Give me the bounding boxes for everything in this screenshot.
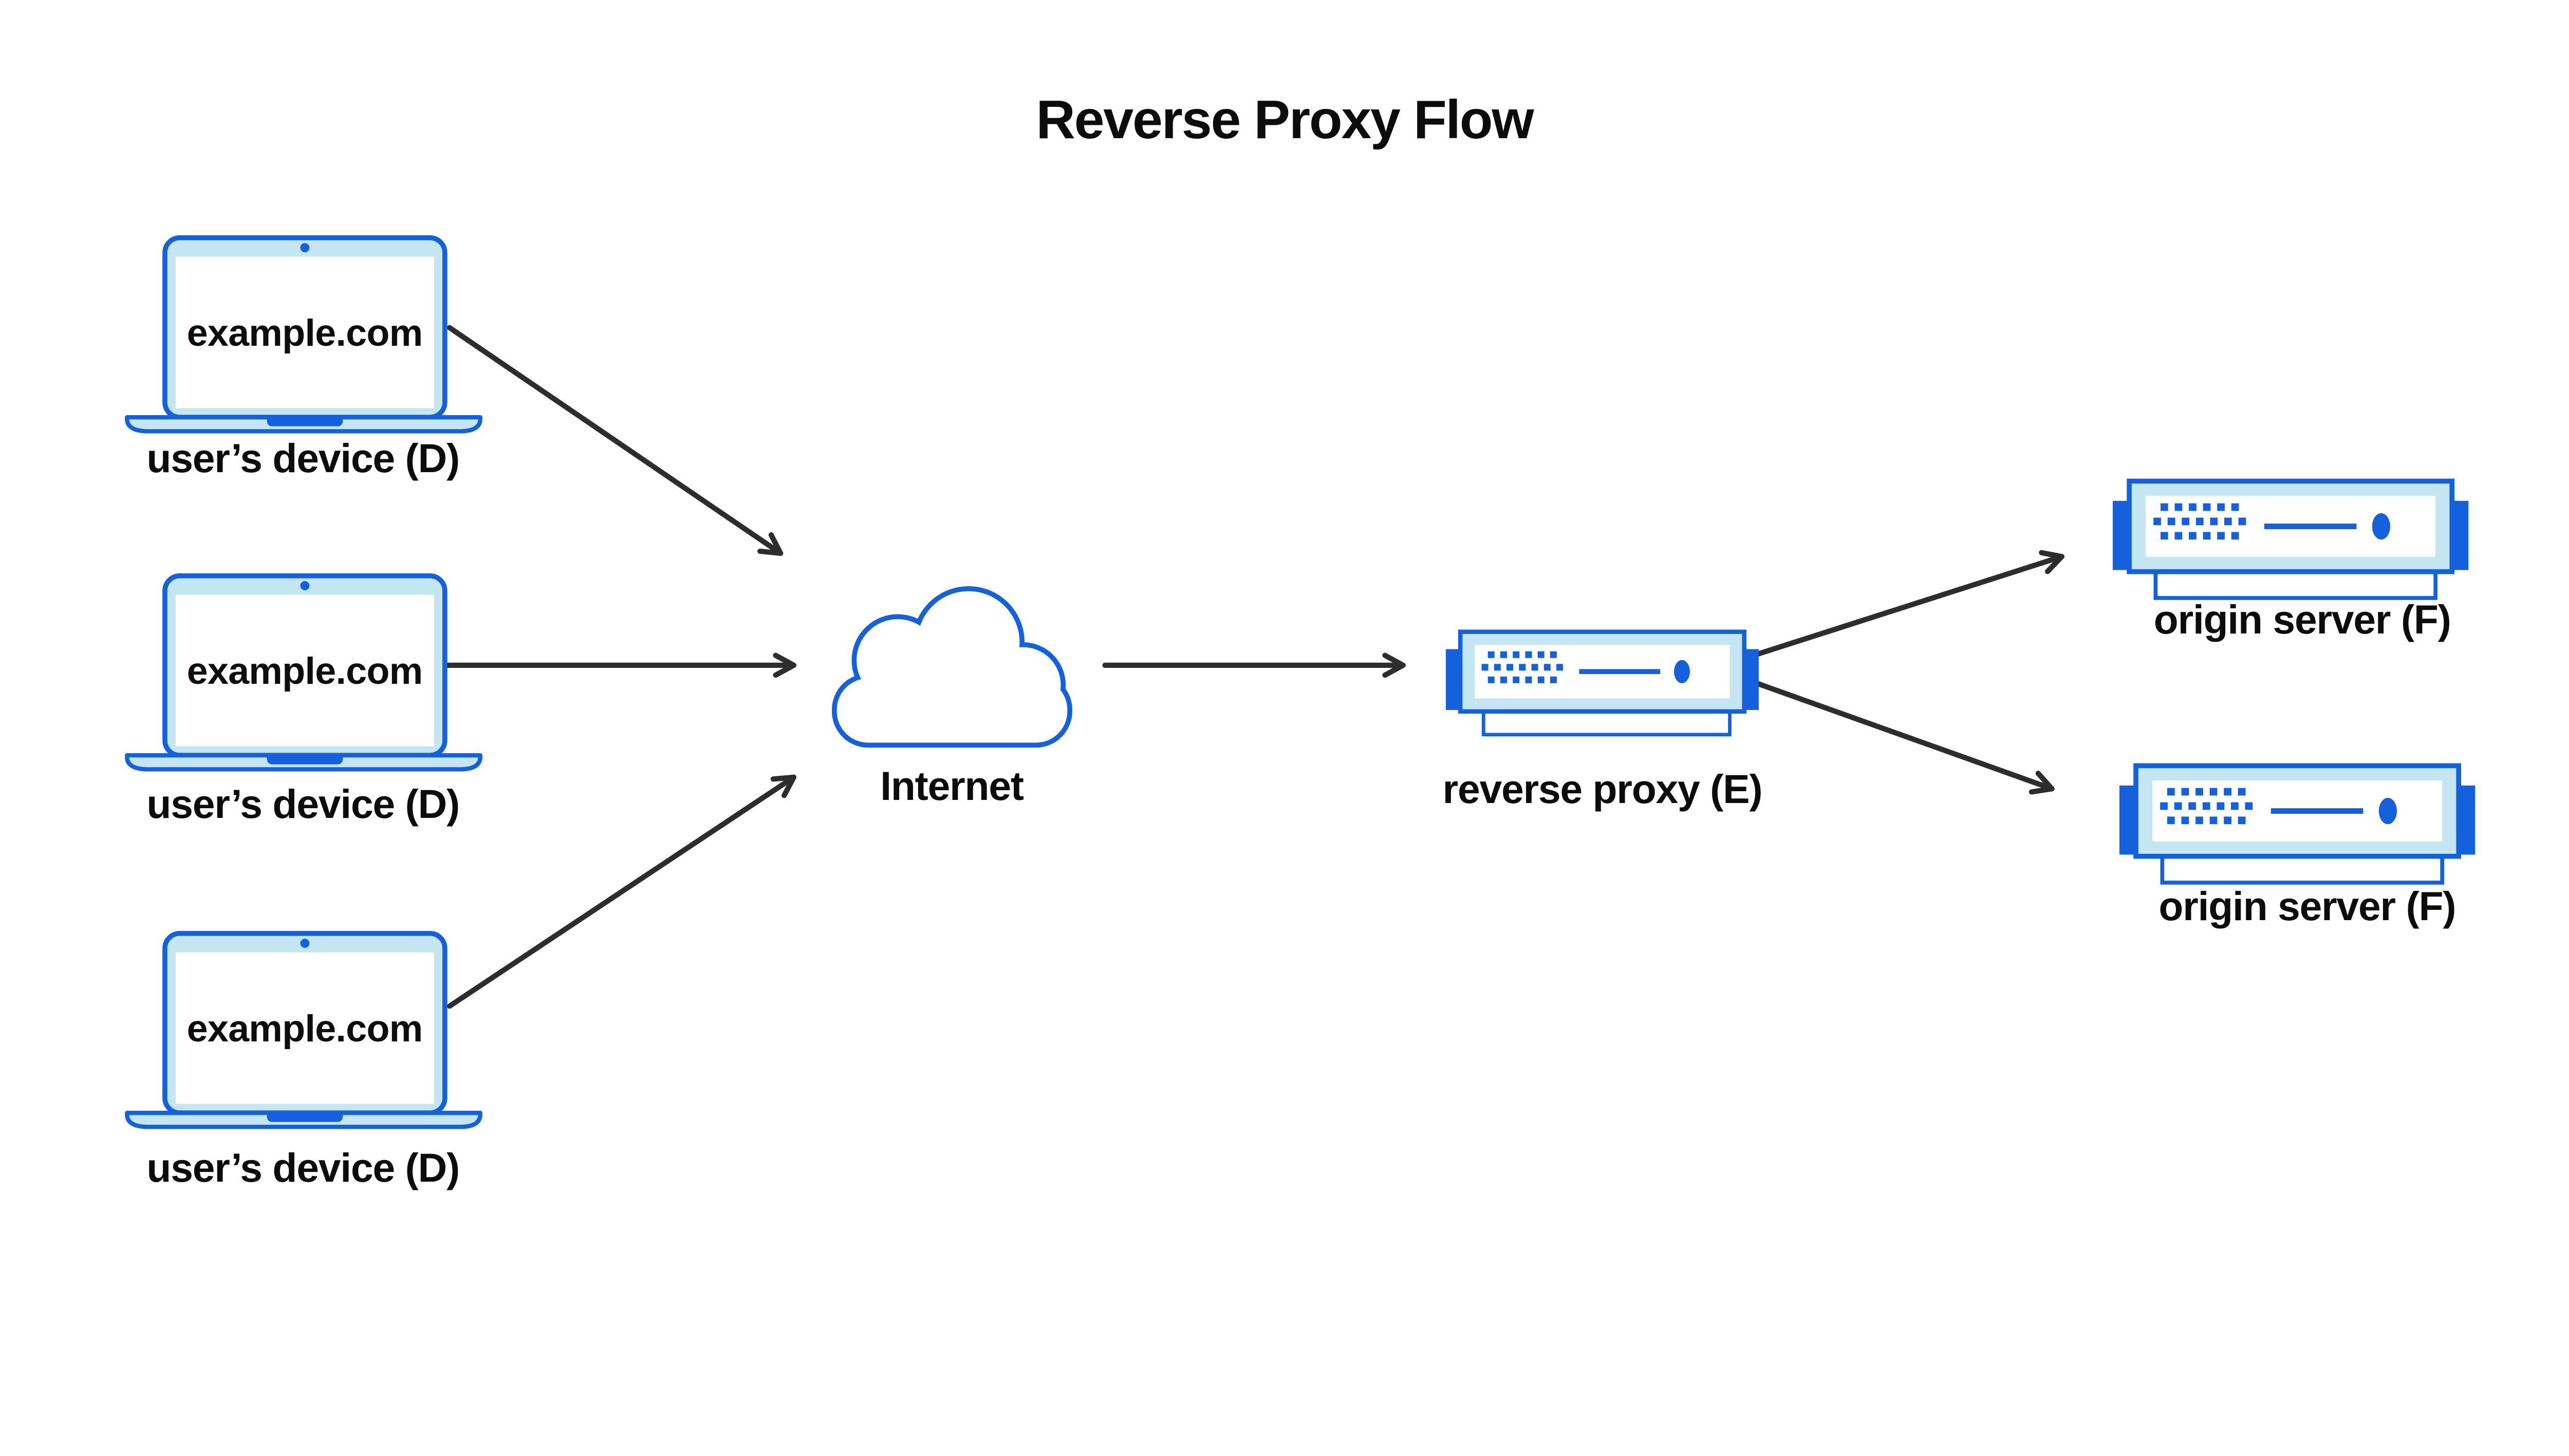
label-origin-server-1: origin server (F) — [2153, 597, 2451, 643]
label-user-device-1: user’s device (D) — [146, 435, 460, 481]
arrow-user-device-3-to-internet — [446, 774, 796, 1009]
server-icon — [2113, 478, 2468, 609]
arrows-layer — [445, 325, 2064, 1009]
arrow-user-device-1-to-internet — [446, 325, 784, 556]
diagram-canvas: Reverse Proxy Flow example.com user’s de… — [124, 89, 2478, 1191]
label-reverse-proxy: reverse proxy (E) — [1442, 767, 1763, 812]
node-user-device-3: example.com — [125, 931, 481, 1129]
server-icon — [1446, 629, 1759, 745]
device-screen-text: example.com — [187, 1006, 423, 1050]
node-origin-server-2 — [2119, 762, 2475, 894]
cloud-icon — [824, 586, 1081, 748]
label-user-device-2: user’s device (D) — [146, 781, 460, 827]
device-screen-text: example.com — [187, 311, 423, 354]
arrow-reverse-proxy-to-origin-server-2 — [1754, 681, 2055, 795]
server-icon — [2119, 762, 2475, 894]
node-user-device-2: example.com — [125, 573, 481, 771]
node-reverse-proxy — [1446, 629, 1759, 745]
arrow-reverse-proxy-to-origin-server-1 — [1756, 550, 2064, 657]
label-origin-server-2: origin server (F) — [2158, 883, 2456, 929]
label-internet: Internet — [880, 763, 1024, 809]
node-origin-server-1 — [2113, 478, 2468, 609]
node-internet — [824, 586, 1081, 748]
label-user-device-3: user’s device (D) — [146, 1145, 460, 1191]
node-user-device-1: example.com — [125, 235, 481, 433]
device-screen-text: example.com — [187, 649, 423, 692]
diagram-title: Reverse Proxy Flow — [1036, 89, 1534, 151]
